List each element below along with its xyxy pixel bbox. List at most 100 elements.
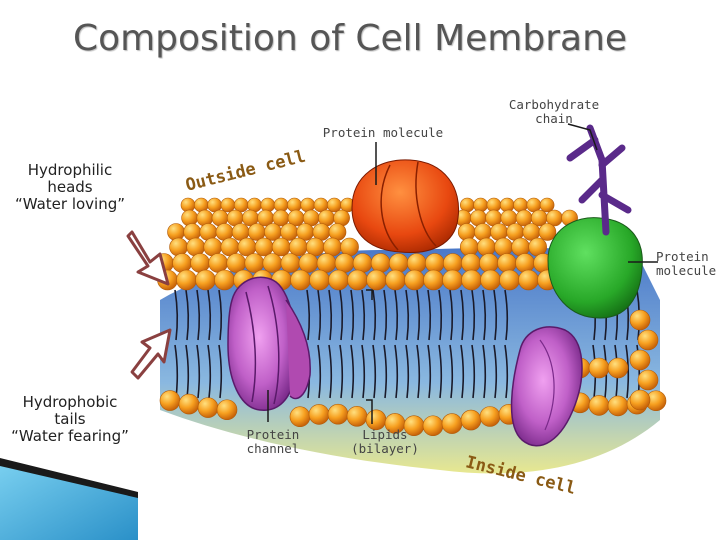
- phospholipid-head: [328, 269, 349, 291]
- protein-right-line1: Protein: [656, 249, 709, 264]
- lipid-tail: [394, 344, 399, 399]
- lipid-tail: [185, 289, 190, 341]
- phospholipid-head: [385, 269, 406, 291]
- lipid-tail: [416, 289, 421, 341]
- phospholipid-head: [457, 223, 476, 241]
- hydrophilic-arrow: [126, 230, 170, 286]
- lipid-tail: [427, 344, 432, 399]
- hydrophobic-arrow: [130, 328, 172, 380]
- lipid-tail: [317, 344, 322, 399]
- phospholipid-head: [637, 369, 659, 391]
- phospholipid-head: [186, 237, 205, 257]
- phospholipid-head: [480, 269, 501, 291]
- lipid-tail: [174, 289, 179, 341]
- lipid-tail: [405, 344, 410, 399]
- phospholipid-head: [326, 197, 342, 213]
- hydrophilic-line2: heads: [47, 178, 93, 196]
- lipid-tail: [196, 289, 201, 341]
- phospholipid-head: [479, 253, 499, 273]
- lipid-tail: [471, 289, 476, 341]
- phospholipid-head: [271, 237, 291, 257]
- phospholipid-head: [511, 237, 530, 257]
- phospholipid-head: [288, 237, 308, 257]
- lipid-tail: [460, 289, 465, 341]
- phospholipid-head: [169, 237, 188, 257]
- phospholipid-head: [244, 253, 265, 273]
- lipid-tail: [504, 289, 509, 341]
- red-protein-molecule: [351, 159, 460, 254]
- hydrophilic-line1: Hydrophilic: [27, 161, 113, 179]
- phospholipid-head: [347, 269, 368, 291]
- phospholipid-head: [366, 269, 387, 291]
- phospholipid-head: [208, 253, 228, 273]
- protein-molecule-top-label: Protein molecule: [322, 125, 444, 140]
- lipid-tail: [482, 344, 487, 399]
- slide-title: Composition of Cell Membrane: [72, 18, 628, 59]
- phospholipid-head: [226, 253, 246, 273]
- lipid-tail: [405, 289, 410, 341]
- lipid-tail: [449, 344, 454, 399]
- phospholipid-head: [461, 269, 482, 291]
- phospholipid-head: [190, 253, 210, 273]
- lipids-bilayer-label: Lipids (bilayer): [346, 428, 424, 456]
- carb-line2: chain: [535, 111, 573, 126]
- phospholipid-head: [629, 349, 651, 371]
- phospholipid-head: [538, 223, 557, 241]
- lipid-tail: [317, 289, 322, 341]
- phospholipid-head: [346, 405, 368, 427]
- lipid-tail: [361, 289, 366, 341]
- phospholipid-head: [370, 253, 391, 273]
- carbohydrate-chain: [566, 124, 632, 236]
- phospholipid-head: [195, 269, 216, 291]
- phospholipid-head: [176, 269, 197, 291]
- lipid-tail: [460, 344, 465, 399]
- phospholipid-head: [406, 253, 427, 273]
- lipid-tail: [207, 344, 212, 399]
- corner-decoration: [0, 458, 138, 540]
- phospholipid-head: [518, 269, 539, 291]
- lipid-tail: [625, 344, 630, 399]
- phospholipid-head: [254, 237, 274, 257]
- hydrophobic-line2: tails: [54, 410, 86, 428]
- phospholipid-head: [442, 269, 463, 291]
- hydrophobic-line3: “Water fearing”: [11, 427, 129, 445]
- lipid-tail: [416, 344, 421, 399]
- phospholipid-head: [260, 197, 276, 213]
- phospholipid-head: [290, 269, 311, 291]
- phospholipid-head: [422, 415, 444, 437]
- carb-line1: Carbohydrate: [508, 97, 600, 112]
- phospholipid-head: [629, 309, 651, 331]
- lipid-tail: [438, 289, 443, 341]
- channel-line1: Protein: [246, 427, 300, 442]
- lipid-tail: [207, 289, 212, 341]
- channel-line2: channel: [246, 441, 300, 456]
- protein-right-line2: molecule: [656, 263, 717, 278]
- lipid-tail: [306, 289, 311, 341]
- phospholipid-head: [629, 389, 651, 411]
- leader-lines: [267, 123, 658, 424]
- phospholipid-head: [423, 269, 444, 291]
- lipid-tail: [196, 344, 201, 399]
- lipid-tail: [218, 289, 223, 341]
- lipid-tail: [493, 344, 498, 399]
- green-protein-molecule: [547, 217, 643, 319]
- phospholipid-head: [479, 406, 501, 427]
- phospholipid-head: [214, 269, 235, 291]
- phospholipid-head: [515, 253, 535, 273]
- protein-molecule-right-label: Protein molecule: [656, 250, 720, 278]
- phospholipid-head: [308, 404, 330, 425]
- phospholipid-head: [494, 237, 513, 257]
- phospholipid-head: [404, 269, 425, 291]
- lipid-tail: [350, 344, 355, 399]
- lipid-tail: [350, 289, 355, 341]
- lipid-tail: [328, 344, 333, 399]
- phospholipid-head: [167, 223, 185, 241]
- phospholipid-head: [298, 253, 319, 273]
- phospholipid-head: [334, 253, 355, 273]
- phospholipid-head: [183, 223, 201, 241]
- protein-channel-label: Protein channel: [238, 428, 308, 456]
- lipid-tail: [482, 289, 487, 341]
- lipid-tail: [383, 289, 388, 341]
- hydrophobic-tails-label: Hydrophobic tails “Water fearing”: [2, 394, 138, 445]
- phospholipid-head: [289, 406, 311, 428]
